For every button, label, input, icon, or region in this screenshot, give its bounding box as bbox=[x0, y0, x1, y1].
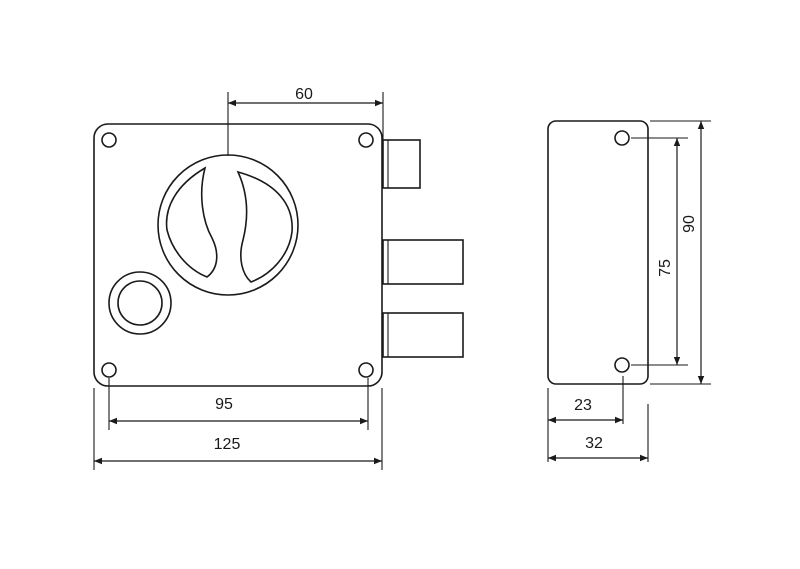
key-cylinder bbox=[108, 271, 172, 335]
dimension-label-23: 23 bbox=[574, 397, 592, 414]
screw-hole-bottom-left bbox=[101, 362, 117, 378]
turn-knob bbox=[157, 154, 299, 296]
dimension-label-60: 60 bbox=[295, 86, 313, 103]
top-latch-bolt bbox=[382, 139, 421, 189]
dimension-label-125: 125 bbox=[214, 436, 241, 453]
screw-hole-top-right bbox=[358, 132, 374, 148]
dimension-label-75: 75 bbox=[657, 259, 674, 277]
front-view: 60 95 125 bbox=[93, 86, 464, 470]
screw-hole-bottom-right bbox=[358, 362, 374, 378]
side-hole-top bbox=[614, 130, 630, 146]
screw-hole-top-left bbox=[101, 132, 117, 148]
middle-bolt bbox=[382, 239, 464, 285]
side-view: 75 90 23 32 bbox=[547, 120, 711, 462]
dimension-label-90: 90 bbox=[681, 215, 698, 233]
side-case bbox=[547, 120, 649, 385]
lower-bolt bbox=[382, 312, 464, 358]
dimension-label-95: 95 bbox=[215, 396, 233, 413]
dimension-label-32: 32 bbox=[585, 435, 603, 452]
side-hole-bottom bbox=[614, 357, 630, 373]
lock-case bbox=[93, 123, 383, 387]
